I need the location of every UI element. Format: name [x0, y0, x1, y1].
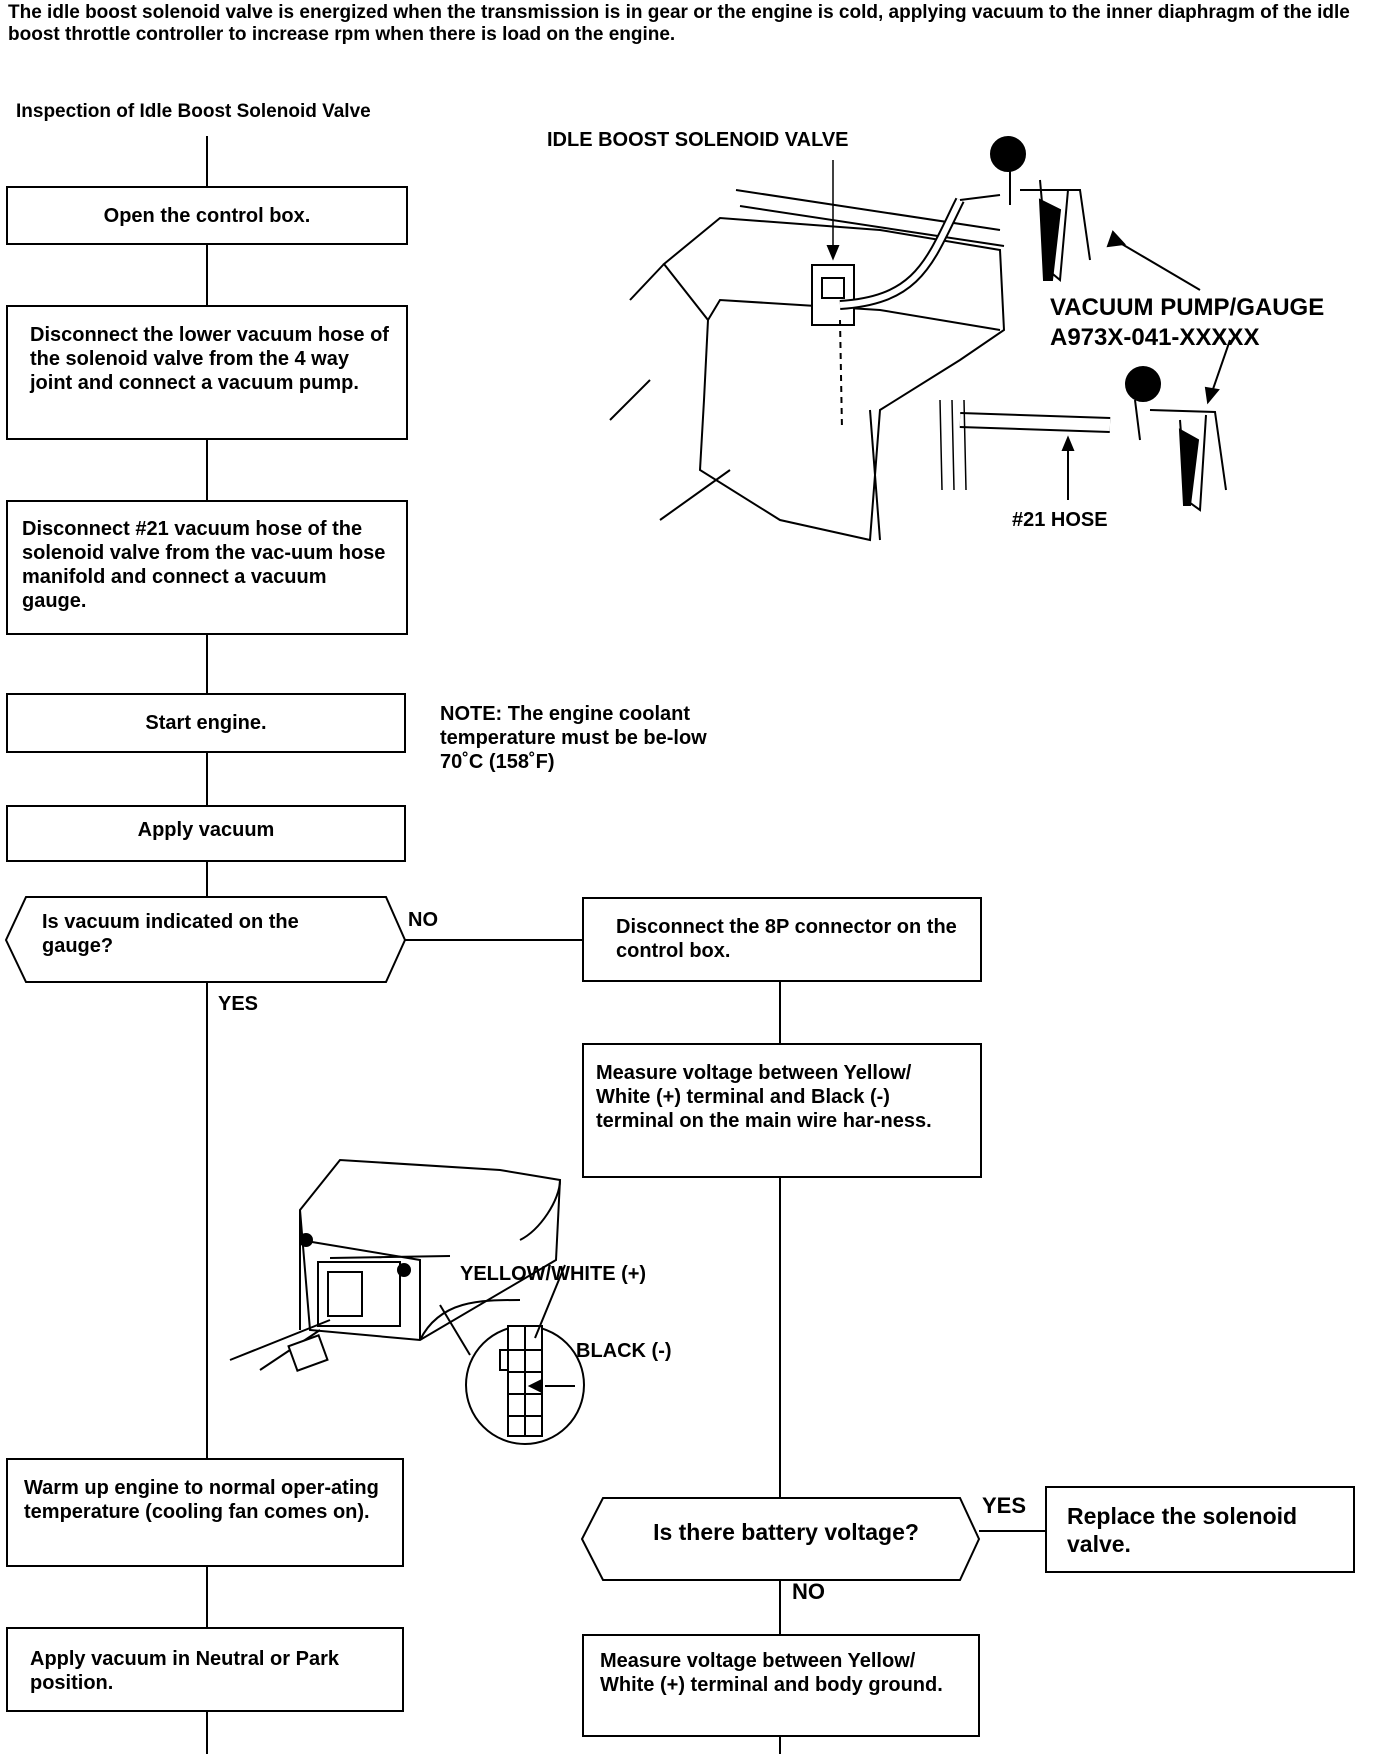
- label-yellow-white: YELLOW/WHITE (+): [460, 1263, 647, 1285]
- decision-shape-vacuum: [4, 896, 407, 983]
- step-open-control-box: Open the control box.: [6, 186, 408, 245]
- intro-text: The idle boost solenoid valve is energiz…: [8, 2, 1350, 45]
- branch-yes-1: YES: [218, 993, 259, 1015]
- note-coolant-temp: NOTE: The engine coolant temperature mus…: [440, 703, 707, 773]
- branch-no-2: NO: [792, 1579, 825, 1604]
- branch-no-1: NO: [408, 909, 438, 931]
- label-idle-boost-valve: IDLE BOOST SOLENOID VALVE: [547, 129, 849, 151]
- step-apply-vacuum: Apply vacuum: [6, 805, 406, 862]
- step-apply-vacuum-neutral: Apply vacuum in Neutral or Park position…: [6, 1627, 404, 1712]
- step-measure-voltage-ground: Measure voltage between Yellow/ White (+…: [582, 1634, 980, 1737]
- solenoid-valve-illustration: [609, 136, 1231, 542]
- decision-battery-voltage: Is there battery voltage?: [653, 1519, 919, 1545]
- flow-title: Inspection of Idle Boost Solenoid Valve: [16, 101, 371, 122]
- connector-illustration: [229, 1158, 585, 1445]
- branch-yes-2: YES: [982, 1493, 1027, 1518]
- step-disconnect-hose-21: Disconnect #21 vacuum hose of the soleno…: [6, 500, 408, 635]
- label-pump-part-number: A973X-041-XXXXX: [1050, 324, 1260, 351]
- step-disconnect-8p: Disconnect the 8P connector on the contr…: [582, 897, 982, 982]
- label-black: BLACK (-): [576, 1340, 672, 1362]
- step-warm-up-engine: Warm up engine to normal oper-ating temp…: [6, 1458, 404, 1567]
- step-replace-solenoid: Replace the solenoid valve.: [1045, 1486, 1355, 1573]
- label-vacuum-pump-gauge: VACUUM PUMP/GAUGE: [1050, 294, 1325, 321]
- decision-vacuum-indicated: Is vacuum indicated on the gauge?: [42, 911, 299, 957]
- step-disconnect-lower-hose: Disconnect the lower vacuum hose of the …: [6, 305, 408, 440]
- decision-shape-battery: [580, 1497, 981, 1581]
- step-start-engine: Start engine.: [6, 693, 406, 753]
- step-measure-voltage-harness: Measure voltage between Yellow/ White (+…: [582, 1043, 982, 1178]
- label-hose-21: #21 HOSE: [1012, 509, 1108, 531]
